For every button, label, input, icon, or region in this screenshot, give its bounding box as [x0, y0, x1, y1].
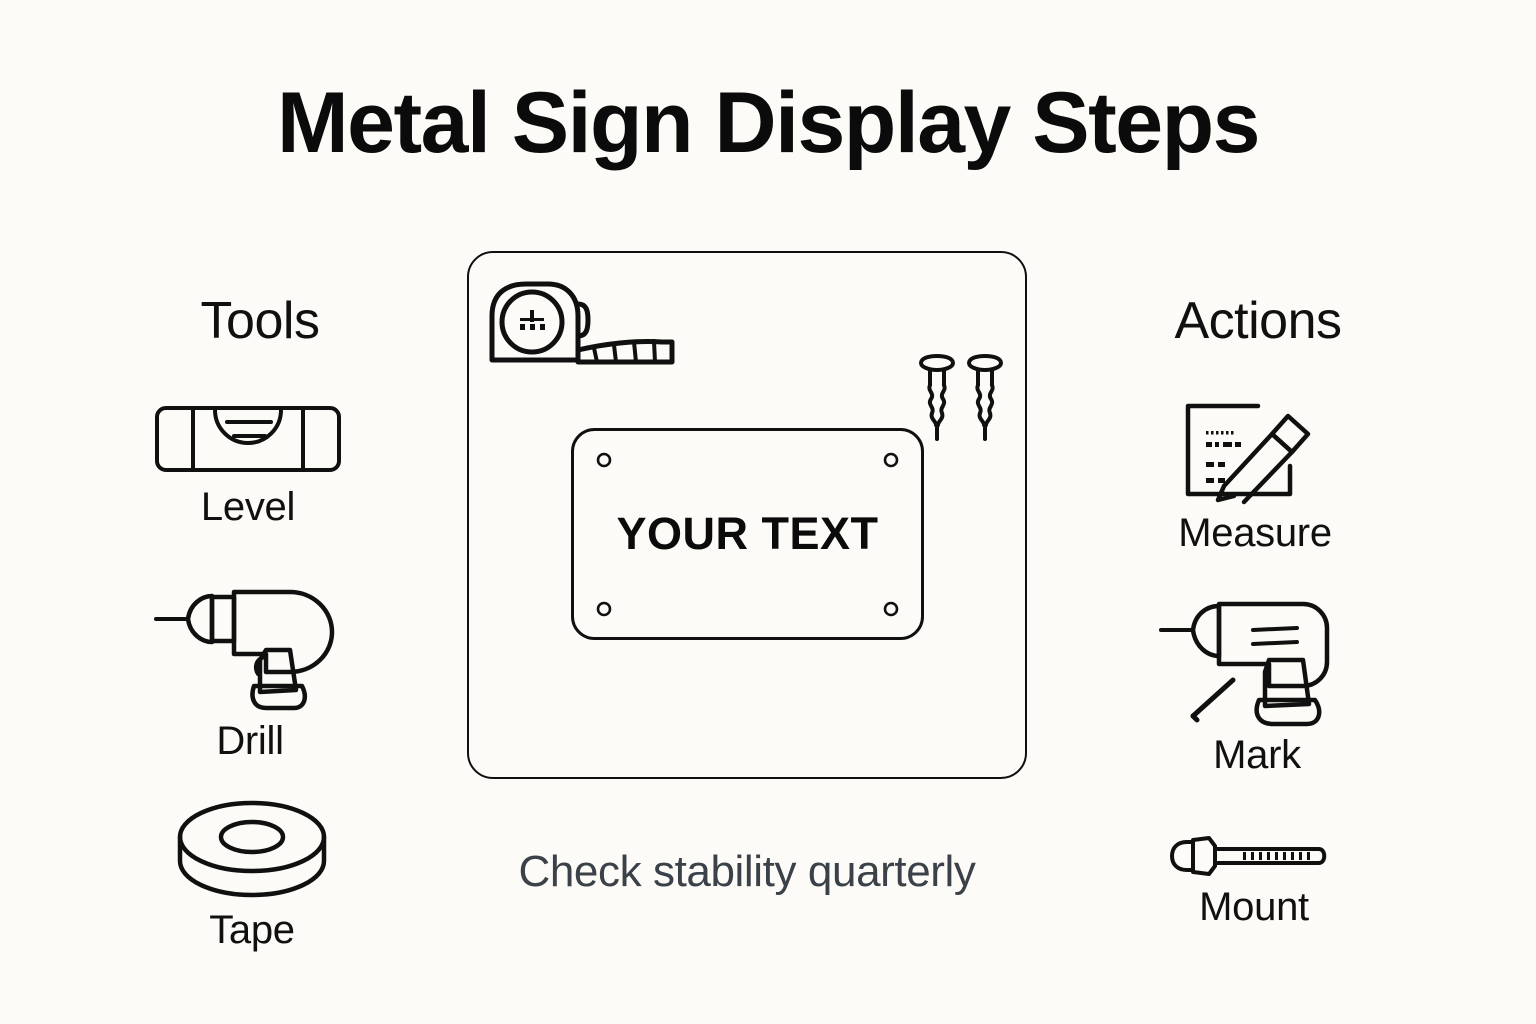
mounting-hole [883, 452, 899, 468]
sign-plaque: YOUR TEXT [570, 427, 925, 641]
caption-text: Check stability quarterly [518, 847, 976, 896]
tools-item-level: Level [108, 398, 388, 528]
page-title: Metal Sign Display Steps [277, 75, 1260, 171]
center-panel: YOUR TEXT [467, 251, 1027, 779]
tools-item-tape-label: Tape [209, 908, 295, 952]
actions-item-mark-label: Mark [1213, 733, 1301, 777]
actions-item-mount-label: Mount [1199, 885, 1309, 929]
actions-item-mount: Mount [1114, 832, 1394, 928]
screws-icon [917, 353, 1007, 453]
mounting-hole [883, 601, 899, 617]
tools-item-drill: Drill [110, 586, 390, 762]
actions-item-mark: Mark [1117, 598, 1397, 776]
sign-text: YOUR TEXT [616, 508, 879, 559]
actions-column-header: Actions [1174, 292, 1342, 350]
tools-item-level-label: Level [200, 485, 296, 529]
spirit-level-icon [108, 398, 388, 480]
mounting-hole [596, 452, 612, 468]
tools-column-header: Tools [200, 292, 320, 350]
bolt-icon [1114, 832, 1394, 880]
actions-item-measure-label: Measure [1178, 511, 1332, 555]
mounting-hole [596, 601, 612, 617]
tools-item-drill-label: Drill [216, 719, 284, 763]
power-drill-icon [110, 586, 390, 714]
tape-measure-icon [486, 278, 686, 378]
note-and-pencil-icon [1115, 398, 1395, 506]
tools-item-tape: Tape [112, 795, 392, 951]
tape-roll-icon [112, 795, 392, 903]
drill-with-marker-icon [1117, 598, 1397, 728]
actions-item-measure: Measure [1115, 398, 1395, 554]
